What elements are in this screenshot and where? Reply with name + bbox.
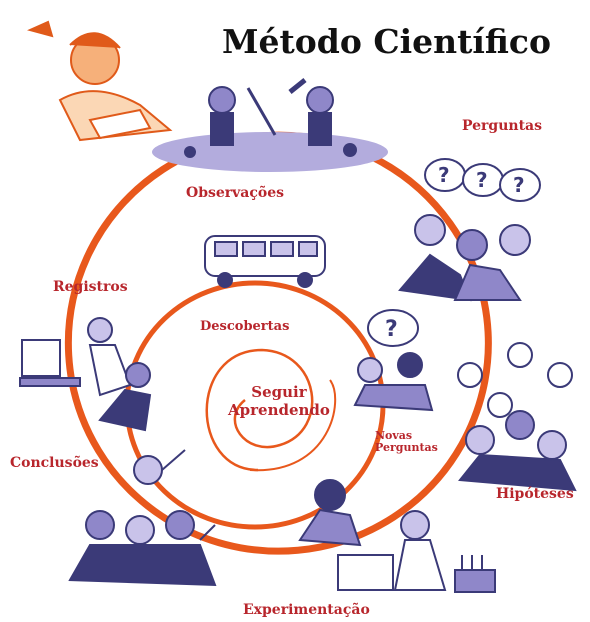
page-title: Método Científico xyxy=(222,22,551,61)
observation-illustration xyxy=(152,80,388,172)
label-perguntas: Perguntas xyxy=(462,119,542,134)
label-hipoteses: Hipóteses xyxy=(496,487,574,502)
label-descobertas: Descobertas xyxy=(200,320,289,334)
svg-text:?: ? xyxy=(438,163,450,187)
label-experimentacao: Experimentação xyxy=(243,603,370,618)
label-registros: Registros xyxy=(53,280,128,295)
svg-text:?: ? xyxy=(385,317,398,342)
center-label-line2: Aprendendo xyxy=(228,401,330,419)
label-novas-perguntas-line1: Novas xyxy=(375,430,438,442)
svg-text:?: ? xyxy=(476,168,488,192)
new-questions-illustration: ? xyxy=(355,310,432,410)
label-observacoes: Observações xyxy=(186,186,284,201)
experiment-illustration xyxy=(300,480,495,592)
label-conclusoes: Conclusões xyxy=(10,456,99,471)
child-writing-illustration xyxy=(30,22,170,140)
svg-text:?: ? xyxy=(513,173,525,197)
questions-illustration: ? ? ? xyxy=(400,159,540,300)
label-novas-perguntas: Novas Perguntas xyxy=(375,430,438,453)
label-novas-perguntas-line2: Perguntas xyxy=(375,442,438,454)
records-illustration xyxy=(20,318,150,430)
bus-illustration xyxy=(205,236,325,287)
center-label: Seguir Aprendendo xyxy=(228,383,330,419)
center-label-line1: Seguir xyxy=(228,383,330,401)
